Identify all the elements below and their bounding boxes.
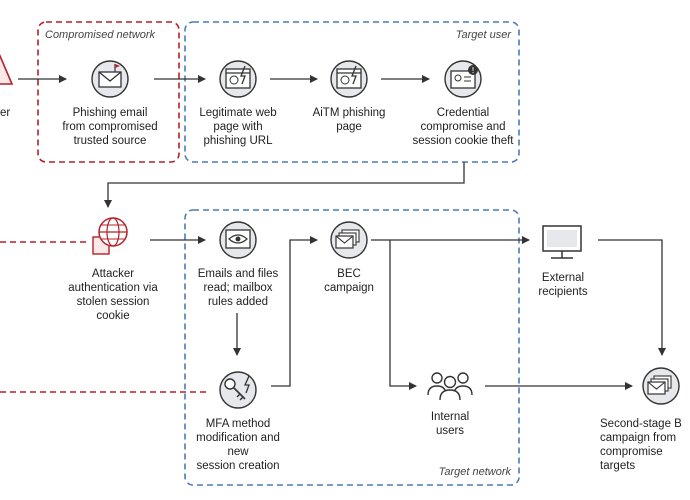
flow-arrows [18,75,666,390]
arrow-bec-to-internal [389,240,417,390]
legit-page-label: Legitimate web page with phishing URL [199,107,277,147]
arrow-external-to-second [598,239,666,356]
target-user-label: Target user [455,29,511,41]
emails-read-label: Emails and files read; mailbox rules add… [197,268,279,308]
compromised-network-label: Compromised network [45,29,156,41]
external-label: External recipients [538,272,588,298]
arrow-credential-to-auth [104,162,465,208]
warning-icon [0,53,14,85]
compromised-network-box [37,21,180,163]
envelope-icon [91,60,129,98]
attacker-label: er [0,107,11,119]
target-network-label: Target network [438,466,511,478]
arrow-mfa-to-bec [271,236,318,387]
mail-stack-icon-second [642,367,680,405]
monitor-icon [542,225,582,259]
id-card-icon: ! [444,60,482,98]
attacker-auth-label: Attacker authentication via stolen sessi… [68,268,158,322]
phishing-page-icon [330,60,368,98]
webpage-icon [219,60,257,98]
second-stage-label: Second-stage B campaign from compromise … [600,418,682,472]
credential-label: Credential compromise and session cookie… [412,107,514,147]
svg-text:!: ! [471,66,474,75]
eye-icon [219,221,257,259]
bec-label: BEC campaign [324,268,374,294]
mfa-label: MFA method modification and new session … [196,418,280,472]
internal-label: Internal users [430,411,470,437]
target-user-box [184,21,520,163]
mail-stack-icon [330,221,368,259]
phishing-email-label: Phishing email from compromised trusted … [62,107,158,147]
target-network-box [184,209,520,486]
aitm-page-label: AiTM phishing page [312,107,386,133]
users-icon [427,372,473,401]
globe-icon [92,217,128,255]
key-icon [219,371,257,409]
